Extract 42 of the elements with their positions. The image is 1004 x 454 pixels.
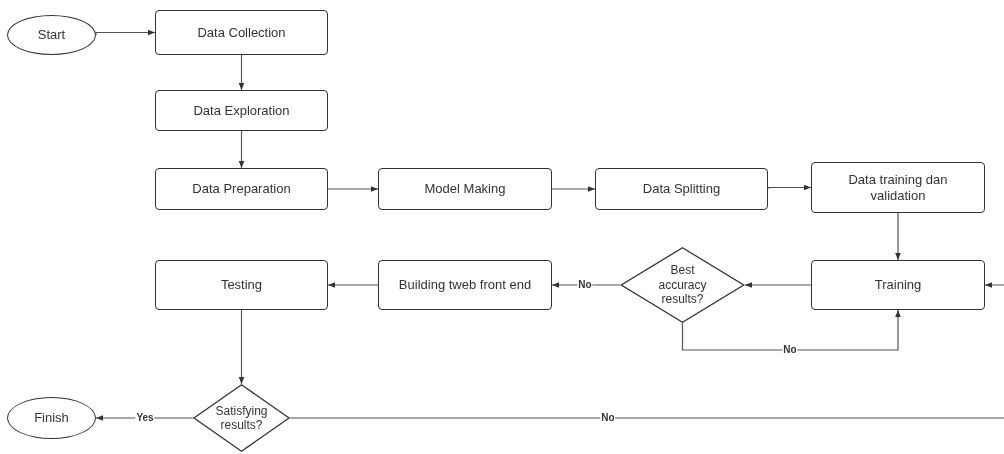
arrow (327, 186, 379, 192)
arrow (551, 282, 621, 288)
node-text: Data Preparation (192, 181, 291, 197)
process-box (378, 168, 552, 210)
edge-label: No (600, 412, 616, 424)
node-text: Training (874, 277, 922, 293)
process-box (378, 260, 552, 310)
decision-diamond (620, 247, 745, 323)
arrow (289, 282, 1004, 419)
arrow (238, 54, 245, 91)
arrow (95, 415, 194, 421)
process-box (155, 168, 328, 210)
process-box (155, 90, 328, 131)
node-text: Data Exploration (193, 102, 290, 119)
node-text: Data training dan validation (847, 171, 949, 204)
edge-label: No (782, 344, 798, 356)
edge-label: No (577, 279, 593, 291)
node-text: Best accuracy results? (657, 263, 708, 307)
node-text: Data Collection (197, 24, 286, 41)
process-box (155, 260, 328, 310)
edge-label: Yes (135, 412, 155, 424)
arrow (95, 29, 156, 36)
node-text: Data Splitting (642, 181, 721, 197)
arrow (681, 309, 901, 351)
node-text: Finish (34, 410, 69, 426)
arrow (551, 186, 596, 192)
arrow (895, 212, 901, 261)
arrow (327, 282, 379, 288)
node-text: Satisfying results? (214, 403, 269, 433)
node-text: Building tweb front end (398, 277, 532, 293)
process-box (811, 260, 985, 310)
process-box (811, 162, 985, 213)
process-box (155, 10, 328, 55)
decision-diamond (193, 384, 290, 452)
node-text: Testing (220, 277, 263, 293)
arrow (744, 282, 812, 288)
node-text: Start (37, 27, 66, 43)
node-text: Model Making (424, 181, 506, 197)
arrow (238, 130, 245, 169)
process-box (595, 168, 768, 210)
arrow (767, 184, 812, 191)
arrow (238, 309, 245, 385)
